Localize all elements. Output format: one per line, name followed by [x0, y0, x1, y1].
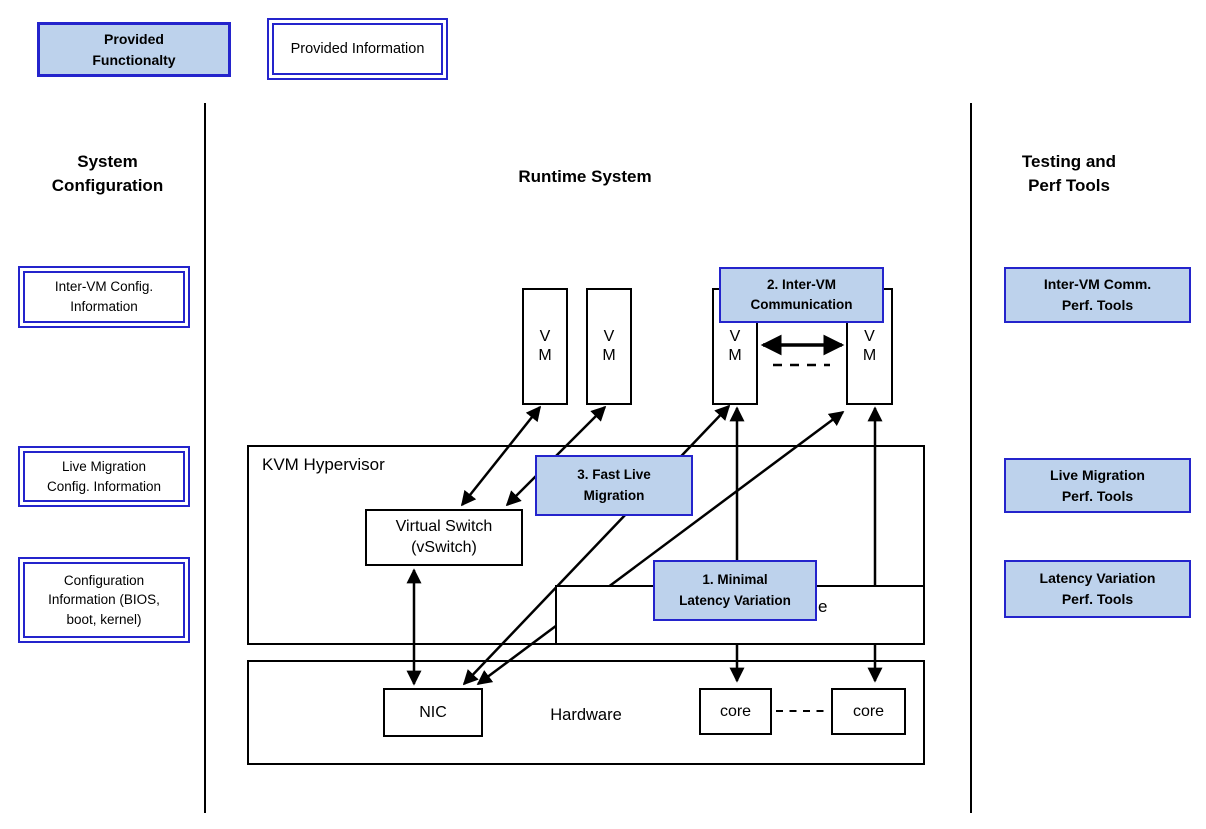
- divider-left: [204, 103, 206, 813]
- core-box-1: core: [699, 688, 772, 735]
- callout-inter-vm-communication: 2. Inter-VM Communication: [719, 267, 884, 323]
- vm-box-2: V M: [586, 288, 632, 405]
- core-box-2: core: [831, 688, 906, 735]
- vswitch-box: Virtual Switch (vSwitch): [365, 509, 523, 566]
- config-box-bios-boot-kernel: Configuration Information (BIOS, boot, k…: [18, 557, 190, 643]
- config-box-live-migration: Live Migration Config. Information: [18, 446, 190, 507]
- guest-inner-box-partial-text: e: [818, 597, 828, 616]
- kvm-hypervisor-label: KVM Hypervisor: [262, 455, 385, 474]
- legend-provided-functionality: Provided Functionalty: [37, 22, 231, 77]
- callout-fast-live-migration: 3. Fast Live Migration: [535, 455, 693, 516]
- center-column-title: Runtime System: [518, 167, 652, 186]
- perf-box-latency-variation: Latency Variation Perf. Tools: [1004, 560, 1191, 618]
- nic-box: NIC: [383, 688, 483, 737]
- hardware-box: Hardware: [247, 660, 925, 765]
- left-column-title: System Configuration: [51, 152, 164, 195]
- perf-box-live-migration: Live Migration Perf. Tools: [1004, 458, 1191, 513]
- config-box-inter-vm: Inter-VM Config. Information: [18, 266, 190, 328]
- legend-provided-information: Provided Information: [267, 18, 448, 80]
- perf-box-inter-vm-comm: Inter-VM Comm. Perf. Tools: [1004, 267, 1191, 323]
- divider-right: [970, 103, 972, 813]
- callout-minimal-latency-variation: 1. Minimal Latency Variation: [653, 560, 817, 621]
- hardware-label: Hardware: [550, 706, 622, 724]
- vm-box-1: V M: [522, 288, 568, 405]
- right-column-title: Testing and Perf Tools: [1021, 152, 1117, 195]
